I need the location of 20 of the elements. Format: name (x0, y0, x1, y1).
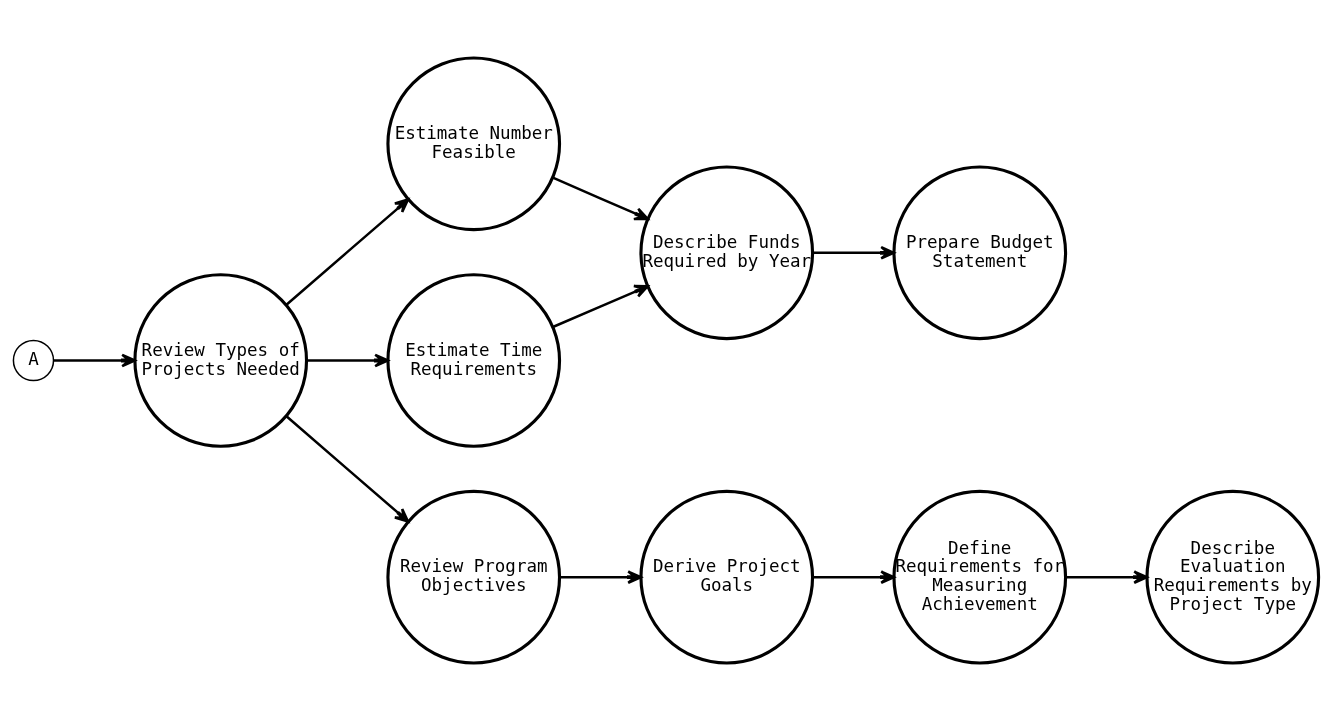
node-circle: Derive Project Goals (639, 489, 815, 665)
node-circle: Describe Evaluation Requirements by Project Type (1145, 489, 1321, 665)
node-circle: A (12, 339, 55, 381)
node-circle: Review Program Objectives (386, 489, 562, 665)
node-circle: Review Types of Projects Needed (133, 272, 309, 448)
arrow (53, 353, 136, 367)
arrow (552, 176, 649, 220)
node-circle: Define Requirements for Measuring Achievement (892, 489, 1068, 665)
node-circle: Estimate Time Requirements (386, 272, 562, 448)
arrow (559, 569, 643, 584)
arrow (1065, 569, 1149, 584)
arrow (285, 197, 410, 306)
arrow (285, 414, 410, 523)
node-circle: Describe Funds Required by Year (639, 164, 815, 340)
arrow (812, 569, 896, 584)
node-circle: Estimate Number Feasible (386, 55, 562, 231)
node-circle: Prepare Budget Statement (892, 164, 1068, 340)
arrow (812, 245, 896, 260)
arrow (552, 284, 649, 328)
arrow (306, 353, 389, 367)
